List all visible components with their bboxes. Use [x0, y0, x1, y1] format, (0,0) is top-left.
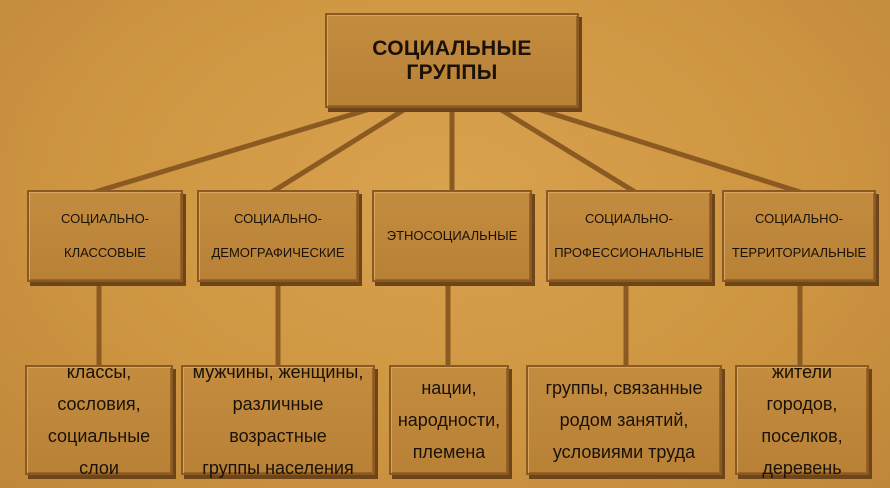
example-label: группы, связанные родом занятий, условия…: [545, 378, 703, 462]
category-node-demographic: СОЦИАЛЬНО- ДЕМОГРАФИЧЕСКИЕ: [197, 190, 359, 282]
example-label: нации, народности, племена: [397, 378, 501, 462]
root-node: СОЦИАЛЬНЫЕ ГРУППЫ: [325, 13, 579, 108]
connector-root-cat-1: [92, 103, 383, 195]
category-label: СОЦИАЛЬНО- ДЕМОГРАФИЧЕСКИЕ: [211, 211, 345, 260]
category-node-class: СОЦИАЛЬНО- КЛАССОВЫЕ: [27, 190, 183, 282]
example-node-class: классы, сословия, социальные слои: [25, 362, 173, 478]
category-node-territorial: СОЦИАЛЬНО- ТЕРРИТОРИАЛЬНЫЕ: [722, 190, 876, 282]
example-node-territorial: жители городов, поселков, деревень: [735, 362, 869, 478]
example-label: жители городов, поселков, деревень: [761, 362, 843, 478]
example-node-ethnosocial: нации, народности, племена: [389, 365, 509, 475]
connector-root-cat-2: [269, 103, 413, 195]
connector-root-cat-5: [525, 103, 803, 195]
category-node-professional: СОЦИАЛЬНО- ПРОФЕССИОНАЛЬНЫЕ: [546, 190, 712, 282]
root-label: СОЦИАЛЬНЫЕ ГРУППЫ: [372, 36, 532, 84]
example-node-demographic: мужчины, женщины, различные возрастные г…: [181, 362, 375, 478]
connector-root-cat-4: [492, 103, 638, 195]
category-node-ethnosocial: ЭТНОСОЦИАЛЬНЫЕ: [372, 190, 532, 282]
example-label: мужчины, женщины, различные возрастные г…: [192, 362, 364, 478]
category-label: СОЦИАЛЬНО- ПРОФЕССИОНАЛЬНЫЕ: [554, 211, 704, 260]
category-label: ЭТНОСОЦИАЛЬНЫЕ: [386, 228, 518, 243]
example-label: классы, сословия, социальные слои: [47, 362, 151, 478]
category-label: СОЦИАЛЬНО- КЛАССОВЫЕ: [60, 211, 150, 260]
example-node-professional: группы, связанные родом занятий, условия…: [526, 365, 722, 475]
category-label: СОЦИАЛЬНО- ТЕРРИТОРИАЛЬНЫЕ: [731, 211, 867, 260]
